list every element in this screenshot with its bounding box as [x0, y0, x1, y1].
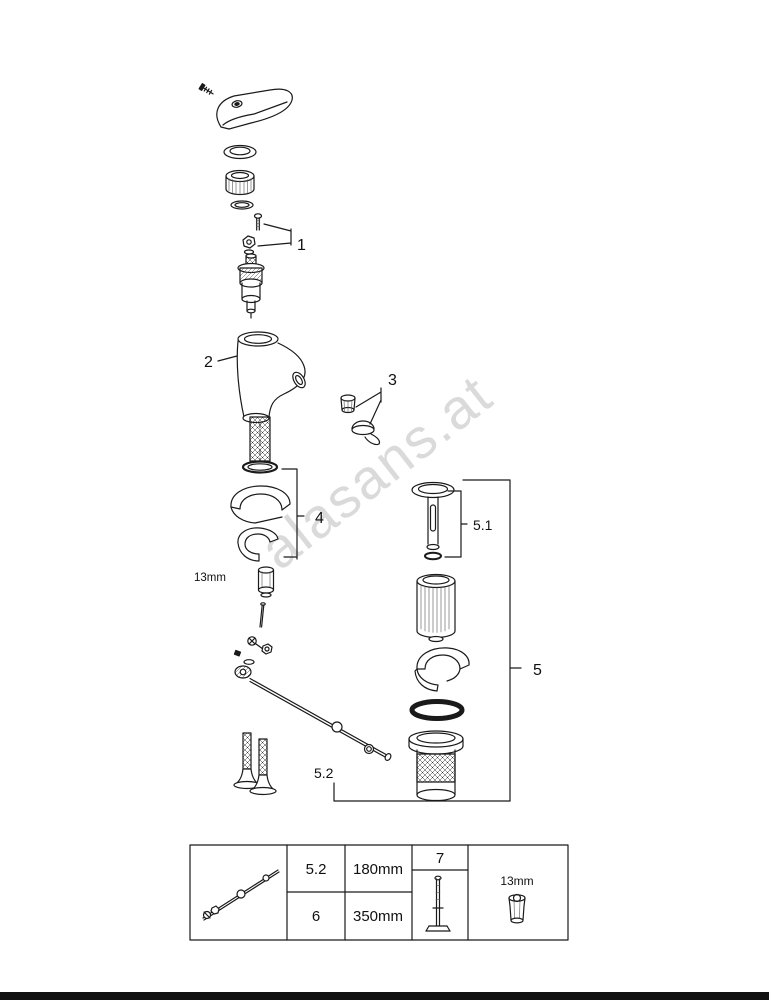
- nut-13mm: [257, 566, 275, 598]
- cartridge-cap: [225, 169, 255, 196]
- escutcheon-dome-ring: [223, 144, 257, 160]
- popup-plug: [411, 481, 455, 561]
- table-header-7: 7: [436, 850, 444, 867]
- callout-5-1-label: 5.1: [473, 517, 493, 533]
- table-header-13mm: 13mm: [500, 874, 533, 888]
- callout-1-label: 1: [297, 237, 306, 254]
- callout-4: 4: [281, 468, 324, 560]
- adapter-nut: [242, 235, 256, 255]
- wrench-size-label: 13mm: [194, 572, 226, 584]
- drain-plug: [416, 573, 456, 643]
- table-rod-image: [202, 869, 280, 921]
- drain-clamp: [414, 647, 470, 692]
- spec-table: 5.2 180mm 6 350mm 7 13mm: [189, 844, 569, 941]
- table-ref-6: 6: [312, 908, 320, 925]
- callout-4-label: 4: [315, 510, 324, 527]
- drain-body: [408, 730, 464, 802]
- cotter-pin: [259, 602, 266, 628]
- table-lift-rod-image: [425, 875, 451, 932]
- footer-bar: [0, 992, 769, 1000]
- callout-2: 2: [204, 354, 238, 371]
- callout-1: 1: [257, 223, 306, 254]
- callout-5-1: 5.1: [444, 490, 493, 558]
- table-length-180: 180mm: [353, 861, 403, 878]
- callout-3: 3: [355, 372, 397, 425]
- lever-handle: [216, 88, 293, 130]
- callout-3-label: 3: [388, 372, 397, 389]
- table-ref-52: 5.2: [306, 861, 327, 878]
- o-ring-small: [230, 200, 254, 210]
- faucet-body: [236, 331, 306, 424]
- threaded-studs: [233, 732, 277, 796]
- handle-screw-icon: [198, 83, 214, 95]
- callout-2-label: 2: [204, 354, 213, 371]
- callout-5-label: 5: [533, 662, 542, 679]
- callout-5-2-label: 5.2: [314, 765, 334, 781]
- cartridge: [237, 253, 265, 319]
- aerator-parts: [340, 394, 381, 446]
- linkage-assembly: [233, 636, 392, 761]
- drain-o-ring: [409, 699, 465, 721]
- fixing-screw: [253, 213, 263, 231]
- mounting-clamp: [230, 485, 291, 562]
- callout-5: 5: [462, 479, 542, 802]
- callout-5-2: 5.2: [314, 765, 511, 802]
- table-socket-image: [508, 893, 526, 924]
- o-ring-shank: [241, 460, 279, 474]
- table-length-350: 350mm: [353, 908, 403, 925]
